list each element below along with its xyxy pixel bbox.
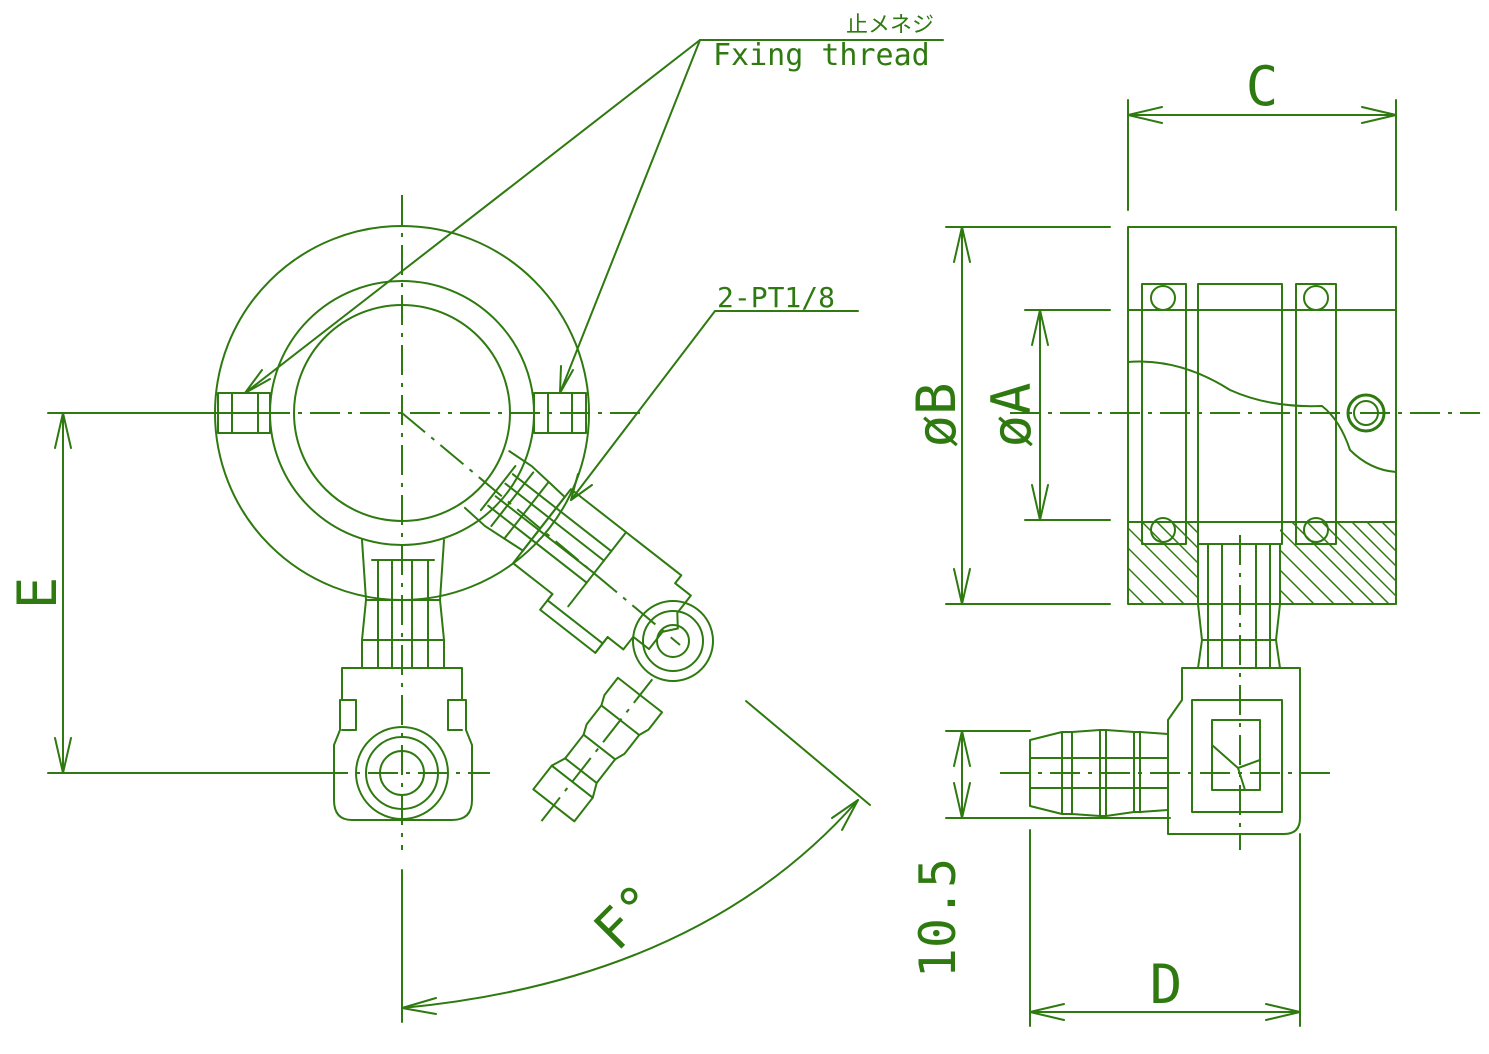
fixing-thread-label: Fxing thread — [713, 38, 930, 73]
dim-label-offset: 10.5 — [909, 858, 967, 978]
dim-label-e: E — [6, 577, 69, 610]
side-elbow-body — [1167, 667, 1301, 835]
leader-line — [559, 39, 701, 394]
clamp-bore-circle — [293, 304, 511, 522]
diagonal-elbow-fitting — [463, 450, 692, 654]
leader-line — [570, 310, 716, 501]
set-screw-side — [1346, 393, 1386, 433]
dim-label-phi-b: øB — [905, 382, 968, 447]
leader-line — [244, 39, 701, 394]
port-outer-circle — [355, 726, 449, 820]
dim-label-f-angle: F° — [582, 872, 673, 963]
side-view — [945, 99, 1480, 1027]
clamp-body-side — [1127, 226, 1397, 605]
set-screw-left — [217, 392, 271, 434]
fixing-thread-jp-label: 止メネジ — [846, 13, 934, 38]
diagonal-hose-barb — [532, 676, 664, 823]
bottom-elbow-fitting — [333, 539, 473, 821]
dim-label-c: C — [1246, 55, 1279, 118]
side-hose-barb — [1029, 729, 1169, 817]
diagonal-port-outer — [632, 600, 714, 682]
angle-arc-f — [401, 799, 859, 1009]
pt-thread-label: 2-PT1/8 — [717, 281, 835, 314]
diagonal-centerline — [401, 412, 681, 646]
dim-label-d: D — [1150, 953, 1183, 1016]
front-view — [47, 39, 944, 1023]
section-hatch-right — [1280, 522, 1396, 604]
section-hatch-left — [1128, 522, 1198, 604]
dim-label-phi-a: øA — [980, 382, 1043, 447]
